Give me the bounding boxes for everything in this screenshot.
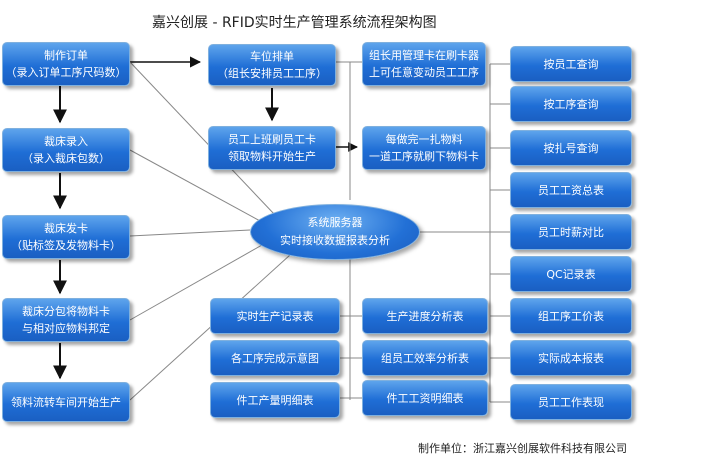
wage-summary: 员工工资总表 (510, 172, 632, 208)
server-detail: 实时接收数据报表分析 (280, 234, 390, 247)
cutting-card-box: 裁床发卡 （贴标签及发物料卡） (2, 215, 130, 259)
query-by-employee-label: 按员工查询 (543, 57, 599, 71)
report-efficiency-analysis-label: 组员工效率分析表 (381, 351, 469, 365)
report-realtime-production: 实时生产记录表 (210, 298, 340, 334)
start-production-title: 领料流转车间开始生产 (11, 395, 121, 409)
material-card-line1: 每做完一扎物料 (385, 133, 463, 146)
report-process-completion-label: 各工序完成示意图 (231, 351, 319, 365)
actual-cost-report-label: 实际成本报表 (538, 351, 604, 365)
schedule-box: 车位排单 （组长安排员工工序） (208, 44, 336, 86)
report-process-completion: 各工序完成示意图 (210, 340, 340, 376)
query-by-process-label: 按工序查询 (543, 97, 599, 111)
cutting-entry-title: 裁床录入 (44, 135, 88, 148)
material-card-note: 每做完一扎物料 一道工序就刷下物料卡 (362, 126, 486, 170)
employee-swipe-box: 员工上班刷员工卡 领取物料开始生产 (208, 126, 336, 170)
report-efficiency-analysis: 组员工效率分析表 (362, 340, 488, 376)
cutting-entry-detail: （录入裁床包数） (22, 152, 110, 165)
process-price-table-label: 组工序工价表 (538, 309, 604, 323)
process-price-table: 组工序工价表 (510, 298, 632, 334)
employee-swipe-line1: 员工上班刷员工卡 (228, 133, 316, 146)
employee-performance-label: 员工工作表现 (538, 395, 604, 409)
manager-card-line1: 组长用管理卡在刷卡器 (369, 49, 479, 62)
bind-card-line2: 与相对应物料邦定 (22, 322, 110, 335)
employee-performance: 员工工作表现 (510, 384, 632, 420)
report-piece-output: 件工产量明细表 (210, 382, 340, 418)
start-production-box: 领料流转车间开始生产 (2, 382, 130, 422)
cutting-card-detail: （贴标签及发物料卡） (11, 239, 121, 252)
server-title: 系统服务器 (307, 216, 363, 229)
bind-card-line1: 裁床分包将物料卡 (22, 305, 110, 318)
cutting-entry-box: 裁床录入 （录入裁床包数） (2, 128, 130, 172)
report-realtime-production-label: 实时生产记录表 (236, 309, 314, 323)
schedule-title: 车位排单 (250, 50, 294, 63)
material-card-line2: 一道工序就刷下物料卡 (369, 150, 479, 163)
manager-card-note: 组长用管理卡在刷卡器 上可任意变动员工工序 (362, 42, 486, 86)
diagram-title: 嘉兴创展 - RFID实时生产管理系统流程架构图 (152, 15, 437, 31)
cutting-card-title: 裁床发卡 (44, 222, 88, 235)
create-order-box: 制作订单 （录入订单工序尺码数） (2, 42, 130, 86)
report-progress-analysis: 生产进度分析表 (362, 298, 488, 334)
report-piece-wage-label: 件工工资明细表 (386, 391, 464, 405)
query-by-bundle-label: 按扎号查询 (543, 141, 599, 155)
manager-card-line2: 上可任意变动员工工序 (369, 66, 479, 79)
actual-cost-report: 实际成本报表 (510, 340, 632, 376)
hourly-wage-comparison: 员工时薪对比 (510, 214, 632, 250)
report-piece-output-label: 件工产量明细表 (236, 393, 314, 407)
report-progress-analysis-label: 生产进度分析表 (386, 309, 464, 323)
footer-credit: 制作单位：浙江嘉兴创展软件科技有限公司 (418, 442, 627, 455)
employee-swipe-line2: 领取物料开始生产 (228, 150, 316, 163)
wage-summary-label: 员工工资总表 (538, 183, 604, 197)
bind-card-box: 裁床分包将物料卡 与相对应物料邦定 (2, 298, 130, 342)
create-order-title: 制作订单 (44, 49, 88, 62)
qc-record: QC记录表 (510, 256, 632, 292)
qc-record-label: QC记录表 (546, 267, 596, 281)
schedule-detail: （组长安排员工工序） (217, 67, 327, 80)
query-by-bundle: 按扎号查询 (510, 130, 632, 166)
create-order-detail: （录入订单工序尺码数） (5, 66, 127, 79)
query-by-employee: 按员工查询 (510, 46, 632, 82)
system-server-oval: 系统服务器 实时接收数据报表分析 (250, 204, 420, 260)
hourly-wage-comparison-label: 员工时薪对比 (538, 225, 604, 239)
report-piece-wage: 件工工资明细表 (362, 380, 488, 416)
query-by-process: 按工序查询 (510, 86, 632, 122)
